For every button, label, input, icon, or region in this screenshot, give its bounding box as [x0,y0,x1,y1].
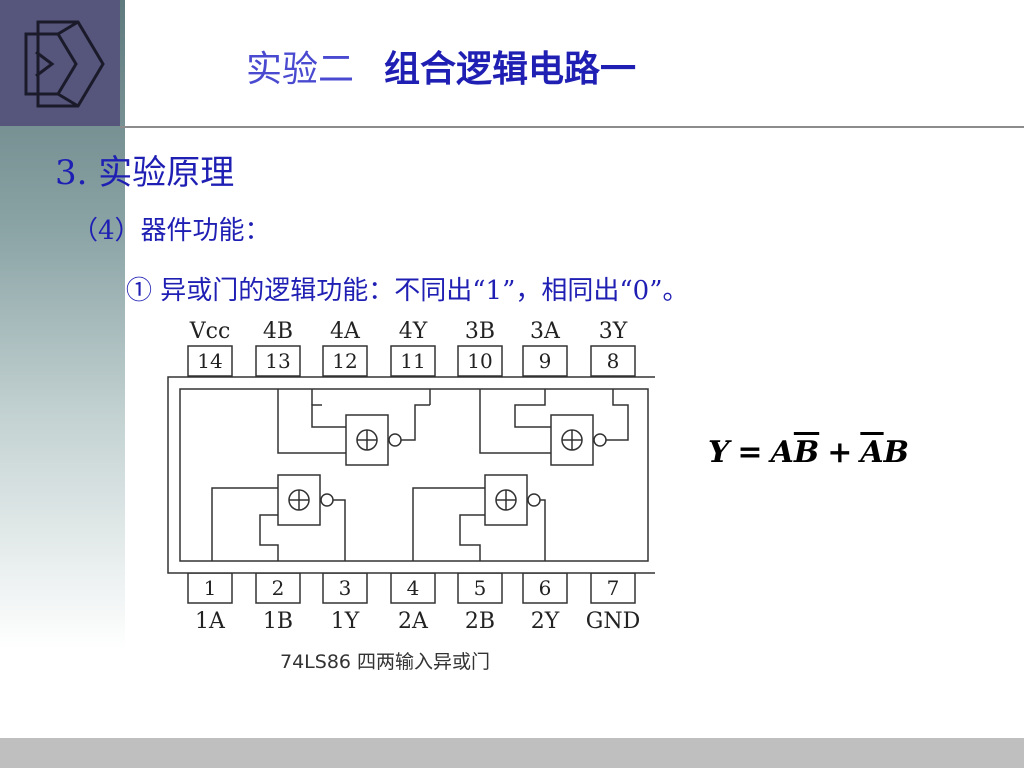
formula-plus: + [827,435,853,470]
title-main: 组合逻辑电路一 [384,48,637,90]
section-heading: 3. 实验原理 [55,153,235,193]
bottom-pin-box [255,572,301,604]
formula-a2-bar: A [860,435,884,470]
chip-body-inner [179,388,649,562]
bottom-pin-labels: 1A 1B 1Y 2A 2B 2Y GND [195,609,640,634]
top-pin-number: 9 [539,349,552,373]
xor-gate-4 [277,389,431,466]
xor-formula: Y=AB+AB [708,435,909,470]
top-pin-label: 3Y [599,319,628,344]
bottom-pin-label: 1B [263,609,293,634]
formula-eq: = [737,435,763,470]
bottom-pin-number: 2 [272,576,285,600]
xor-gate-3 [479,389,629,466]
bottom-pin-label: 2A [398,609,429,634]
title-prefix: 实验二 [246,49,355,90]
logo-block [0,0,120,126]
top-pin-boxes: 14 13 12 11 10 9 8 [187,345,636,377]
bottom-pin-label: 1Y [331,609,360,634]
top-pin-labels: Vcc 4B 4A 4Y 3B 3A 3Y [189,319,628,344]
bottom-pin-box [522,572,568,604]
formula-b1-bar: B [793,435,820,470]
top-pin-number: 8 [607,349,620,373]
top-pin-box [187,345,233,377]
formula-a1: A [770,435,794,470]
footer-bar [0,738,1024,768]
top-pin-box [457,345,503,377]
top-pin-number: 10 [467,349,492,373]
bottom-pin-boxes: 1 2 3 4 5 6 7 [187,572,636,604]
chip-caption: 74LS86 四两输入异或门 [280,651,490,673]
xor-gate-1 [211,474,346,561]
formula-y: Y [708,435,730,470]
bottom-pin-number: 1 [204,576,217,600]
top-pin-box [390,345,436,377]
bottom-pin-number: 5 [474,576,487,600]
bottom-pin-box [322,572,368,604]
chip-body-outer [167,376,655,574]
bottom-pin-label: GND [586,609,640,634]
xor-gate-2 [412,474,546,561]
top-pin-label: 4Y [399,319,428,344]
top-pin-box [522,345,568,377]
top-pin-number: 14 [197,349,222,373]
logo-icon [24,20,105,108]
bottom-pin-number: 3 [339,576,352,600]
title-rule [120,126,1024,128]
bottom-pin-number: 4 [407,576,420,600]
bottom-pin-label: 2Y [531,609,560,634]
top-pin-number: 11 [400,349,425,373]
top-pin-label: 3B [465,319,495,344]
top-pin-box [255,345,301,377]
top-pin-label: 3A [530,319,561,344]
bottom-pin-label: 1A [195,609,226,634]
top-pin-label: 4A [330,319,361,344]
bottom-pin-number: 6 [539,576,552,600]
top-pin-box [322,345,368,377]
bottom-pin-box [187,572,233,604]
bottom-pin-label: 2B [465,609,495,634]
bullet-text: ① 异或门的逻辑功能：不同出“1”，相同出“0”。 [126,276,689,306]
page-title: 实验二组合逻辑电路一 [246,40,636,92]
top-pin-label: 4B [263,319,293,344]
top-pin-label: Vcc [189,319,231,344]
bottom-pin-number: 7 [607,576,620,600]
top-pin-number: 12 [332,349,357,373]
subsection-heading: （4）器件功能： [72,216,271,246]
top-pin-number: 13 [265,349,290,373]
formula-b2: B [883,435,909,470]
bottom-pin-box [590,572,636,604]
top-pin-box [590,345,636,377]
